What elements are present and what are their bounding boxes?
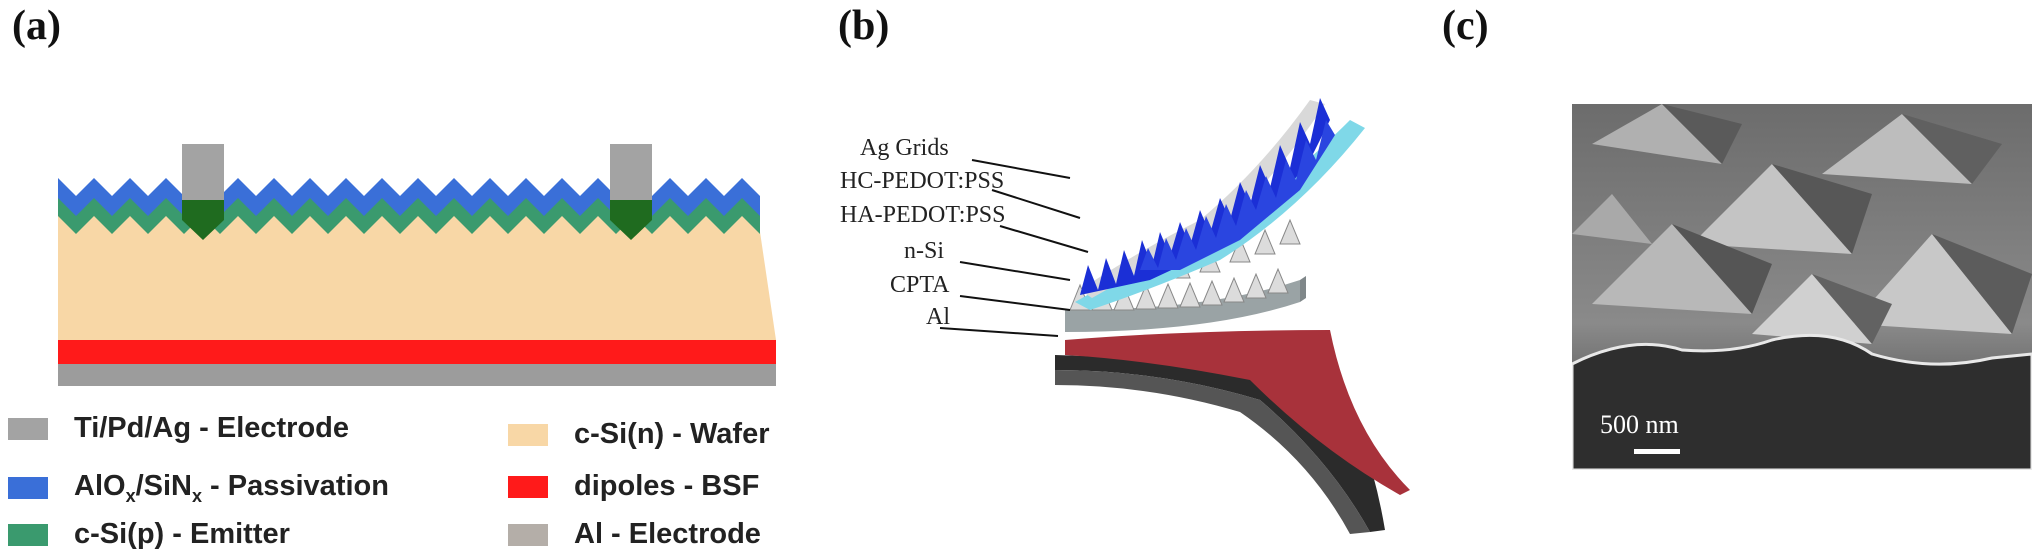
legend-wafer: c-Si(n) - Wafer bbox=[508, 418, 769, 451]
legend-emitter: c-Si(p) - Emitter bbox=[8, 518, 290, 551]
front-contact-left bbox=[182, 144, 224, 240]
label-ag-grids: Ag Grids bbox=[860, 135, 949, 161]
legend-swatch-al-electrode bbox=[508, 523, 548, 546]
legend-bsf: dipoles - BSF bbox=[508, 470, 759, 503]
panel-c-label: (c) bbox=[1442, 3, 1489, 49]
panel-b-label: (b) bbox=[838, 3, 890, 49]
al-electrode-layer bbox=[58, 364, 776, 386]
legend-swatch-emitter bbox=[8, 523, 48, 546]
cpta-layer bbox=[1065, 330, 1410, 495]
legend-electrode: Ti/Pd/Ag - Electrode bbox=[8, 412, 349, 445]
legend-label-bsf: dipoles - BSF bbox=[574, 470, 760, 502]
passivation-layer bbox=[58, 178, 760, 216]
legend-al-electrode: Al - Electrode bbox=[508, 518, 761, 551]
sem-image bbox=[1572, 104, 2032, 470]
cell-cross-section bbox=[58, 144, 776, 386]
ag-grids bbox=[1080, 98, 1335, 295]
label-al: Al bbox=[926, 304, 950, 330]
sem-substrate bbox=[1572, 333, 2032, 470]
legend-label-emitter: c-Si(p) - Emitter bbox=[74, 518, 290, 550]
legend-swatch-wafer bbox=[508, 423, 548, 446]
legend-label-wafer: c-Si(n) - Wafer bbox=[574, 418, 770, 450]
legend-swatch-passivation bbox=[8, 477, 48, 500]
panel-a-label: (a) bbox=[12, 3, 61, 49]
legend-swatch-electrode bbox=[8, 417, 48, 440]
legend-label-passivation: AlOx/SiNx - Passivation bbox=[74, 470, 389, 506]
label-nsi: n-Si bbox=[904, 238, 944, 264]
wafer-layer bbox=[58, 214, 776, 340]
emitter-layer bbox=[58, 196, 760, 234]
label-hc-pedot: HC-PEDOT:PSS bbox=[840, 168, 1004, 194]
scalebar-label: 500 nm bbox=[1600, 410, 1679, 439]
callout-lines bbox=[939, 159, 1089, 337]
legend-label-al-electrode: Al - Electrode bbox=[574, 518, 761, 550]
legend-label-electrode: Ti/Pd/Ag - Electrode bbox=[74, 412, 350, 444]
sem-pyramids bbox=[1572, 104, 2032, 344]
legend-passivation: AlOx/SiNx - Passivation bbox=[8, 470, 389, 507]
legend-swatch-bsf bbox=[508, 475, 548, 498]
label-ha-pedot: HA-PEDOT:PSS bbox=[840, 202, 1006, 228]
flexible-device-schematic: Ag Grids HC-PEDOT:PSS HA-PEDOT:PSS n-Si … bbox=[840, 98, 1410, 534]
scalebar bbox=[1634, 449, 1680, 454]
label-cpta: CPTA bbox=[890, 272, 950, 298]
front-contact-right bbox=[610, 144, 652, 240]
bsf-layer bbox=[58, 340, 776, 364]
